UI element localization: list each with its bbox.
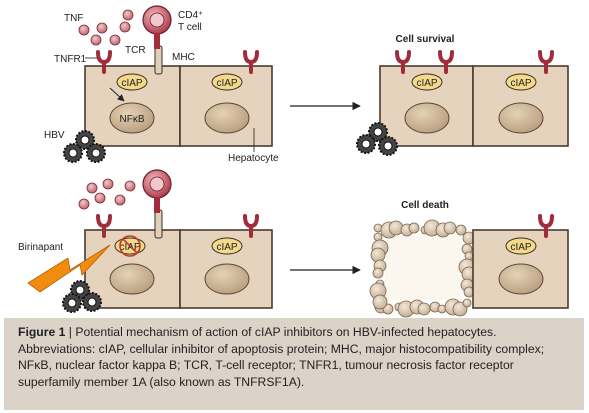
tnf-molecule: [122, 9, 134, 21]
nfkb-label: NFκB: [120, 114, 145, 125]
signal-arrow: [109, 87, 125, 102]
cd4-label: CD4⁺: [178, 10, 203, 21]
tnfr1-receptor: [243, 50, 259, 74]
ciap-label: cIAP: [119, 242, 140, 253]
apoptotic-bleb: [372, 294, 388, 310]
panel-top-right: Cell survival cIAP cIAP: [356, 34, 569, 156]
ciap: [211, 73, 243, 91]
nucleus: [204, 102, 250, 134]
apoptotic-bleb: [455, 224, 467, 236]
hbv-virion: [383, 141, 393, 151]
apoptotic-bleb: [462, 298, 472, 308]
hbv-virion: [87, 297, 97, 307]
nucleus: [404, 102, 450, 134]
figure-label: Figure 1: [18, 325, 66, 339]
tnf-molecule: [86, 182, 98, 194]
hbv-virion: [361, 139, 371, 149]
tnfr1-receptor: [538, 50, 554, 74]
nucleus: [498, 102, 544, 134]
mhc-receptor: [154, 45, 163, 75]
tnf-label: TNF: [64, 13, 83, 24]
ciap: [505, 73, 537, 91]
inhibition-slash: [122, 238, 138, 254]
hbv-virion: [67, 298, 77, 308]
tnf-molecule: [119, 21, 131, 33]
nucleus: [109, 102, 155, 134]
hbv-virion: [91, 148, 101, 158]
ciap: [116, 73, 148, 91]
hbv-virion: [75, 285, 85, 295]
t-cell-label: T cell: [178, 22, 202, 33]
hbv-label: HBV: [44, 130, 65, 141]
ciap-label: cIAP: [121, 78, 142, 89]
ciap: [505, 237, 537, 255]
tnfr1-receptor: [438, 50, 454, 74]
tnfr1-receptor: [395, 50, 411, 74]
hepatocyte-label: Hepatocyte: [228, 153, 279, 164]
apoptotic-bleb: [370, 247, 386, 263]
tcr-receptor: [154, 197, 160, 213]
tcr-label: TCR: [125, 45, 146, 56]
mhc-receptor: [154, 209, 163, 239]
panel-bottom-right: Cell death cIAP: [369, 200, 569, 318]
caption-body: Potential mechanism of action of cIAP in…: [18, 325, 545, 389]
ciap: [411, 73, 443, 91]
cell-death-title: Cell death: [401, 200, 449, 211]
cell-survival-title: Cell survival: [396, 34, 455, 45]
tnf-molecule: [78, 24, 90, 36]
tnf-molecule: [94, 192, 106, 204]
tnfr1-receptor: [243, 214, 259, 238]
apoptotic-cell-body: [385, 236, 461, 300]
panel-top-left: NFκB cIAP cIAP TNF TNFR1 TCR MHC CD4⁺ T …: [44, 5, 279, 164]
hbv-virion: [373, 127, 383, 137]
tnfr1-receptor: [96, 50, 112, 74]
nucleus: [498, 263, 544, 295]
t-cell-core: [149, 176, 165, 192]
apoptotic-bleb: [443, 221, 457, 235]
tnfr1-receptor: [96, 214, 112, 238]
tnf-molecule: [124, 180, 136, 192]
apoptotic-bleb: [388, 220, 404, 236]
hbv-virion: [68, 148, 78, 158]
ciap-label: cIAP: [416, 78, 437, 89]
hbv-virus-cluster: [63, 130, 106, 163]
ciap-label: cIAP: [510, 242, 531, 253]
tnf-molecule: [114, 194, 126, 206]
panel-bottom-left: cIAP cIAP Birinapant: [18, 169, 273, 313]
nucleus: [204, 263, 250, 295]
apoptotic-bleb: [408, 222, 420, 234]
inhibition-circle: [119, 235, 141, 257]
mhc-label: MHC: [172, 52, 195, 63]
hbv-virion: [80, 135, 90, 145]
tnf-molecule: [90, 34, 102, 46]
tnf-molecule: [102, 178, 114, 190]
tnf-molecule: [78, 198, 90, 210]
ciap-label: cIAP: [510, 78, 531, 89]
apoptotic-cell: [369, 219, 477, 318]
mechanism-diagram: NFκB cIAP cIAP TNF TNFR1 TCR MHC CD4⁺ T …: [18, 5, 569, 318]
ciap-label: cIAP: [216, 242, 237, 253]
apoptotic-bleb: [372, 267, 384, 279]
nucleus: [109, 263, 155, 295]
ciap: [211, 237, 243, 255]
ciap-label: cIAP: [216, 78, 237, 89]
apoptotic-bleb: [417, 302, 431, 316]
lightning-bolt-icon: [27, 244, 111, 293]
caption-separator: |: [65, 325, 76, 339]
tnfr1-receptor: [538, 214, 554, 238]
figure-caption: Figure 1 | Potential mechanism of action…: [4, 318, 584, 410]
tnf-molecule: [109, 34, 121, 46]
tnfr1-label: TNFR1: [54, 54, 87, 65]
tnf-molecule: [96, 22, 108, 34]
tcr-receptor: [154, 33, 160, 49]
birinapant-label: Birinapant: [18, 242, 63, 253]
t-cell-core: [149, 12, 165, 28]
caption-text: Figure 1 | Potential mechanism of action…: [4, 318, 584, 390]
